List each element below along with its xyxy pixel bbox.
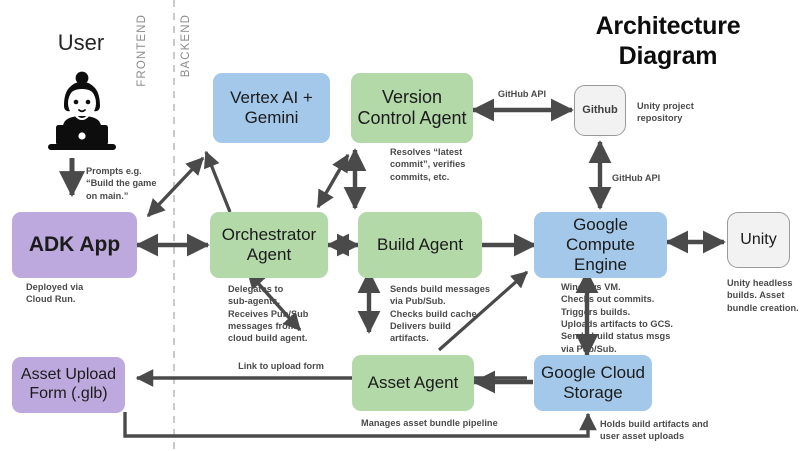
node-build-agent[interactable]: Build Agent — [358, 212, 482, 278]
edge-label-github-api-top: GitHub API — [497, 89, 547, 99]
node-unity[interactable]: Unity — [727, 212, 790, 268]
frontend-divider-label: FRONTEND — [136, 14, 148, 87]
node-vertex-ai[interactable]: Vertex AI +Gemini — [213, 73, 330, 143]
user-label: User — [57, 30, 105, 55]
edge-label-upload-form-link: Link to upload form — [238, 361, 324, 371]
user-at-laptop-icon — [48, 71, 116, 150]
node-asset-agent-label: Asset Agent — [367, 372, 459, 392]
edge-orchestrator-to-vertex — [203, 150, 232, 213]
node-vertex-ai-label: Vertex AI +Gemini — [230, 87, 313, 127]
node-adk-app[interactable]: ADK App — [12, 212, 137, 278]
node-adk-app-label: ADK App — [28, 232, 121, 256]
node-github[interactable]: Github — [574, 85, 626, 136]
caption-asset-agent: Manages asset bundle pipeline — [361, 418, 498, 428]
node-unity-label: Unity — [740, 230, 777, 248]
diagram-title: Architecture Diagram — [595, 12, 741, 70]
edge-orchestrator-to-version-control — [316, 153, 350, 209]
backend-divider-label: BACKEND — [180, 14, 192, 78]
node-github-label: Github — [582, 104, 618, 117]
edge-label-github-api-side: GitHub API — [612, 173, 661, 183]
node-build-agent-label: Build Agent — [376, 234, 463, 254]
node-asset-agent[interactable]: Asset Agent — [352, 355, 474, 411]
caption-compute-engine: Windows VM.Checks out commits.Triggers b… — [561, 282, 674, 354]
